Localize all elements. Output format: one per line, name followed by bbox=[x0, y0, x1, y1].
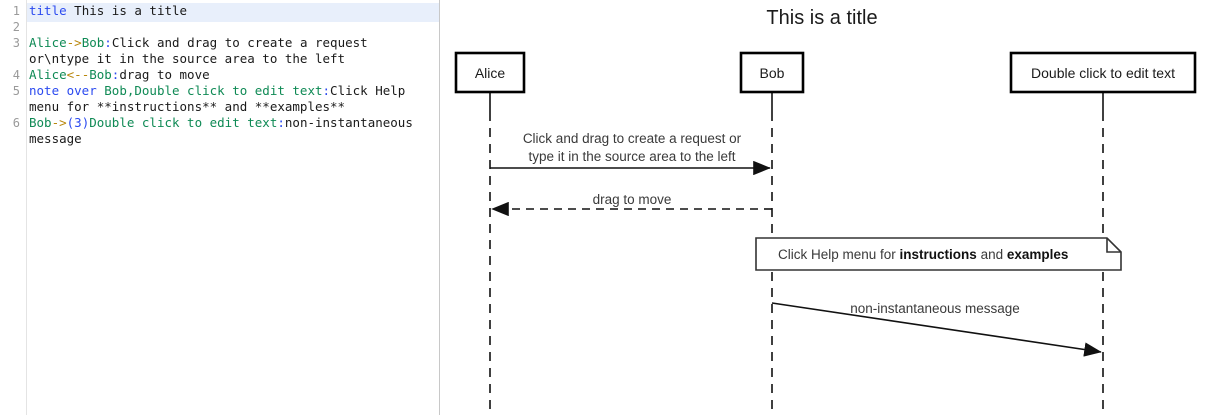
code-token-colon: : bbox=[104, 35, 112, 50]
message-2[interactable]: drag to move bbox=[491, 192, 772, 217]
actor-label-bob: Bob bbox=[760, 65, 785, 81]
note-1-text: Click Help menu for instructions and exa… bbox=[778, 247, 1068, 262]
note-1-text-plain-1: Click Help menu for bbox=[778, 247, 900, 262]
note-1-text-plain-2: and bbox=[977, 247, 1007, 262]
code-token-arrow: -> bbox=[66, 35, 82, 50]
code-line-text[interactable]: Alice->Bob:Click and drag to create a re… bbox=[29, 35, 439, 67]
line-number: 2 bbox=[12, 20, 20, 34]
code-token-actor: Bob,Double click to edit text bbox=[104, 83, 323, 98]
code-token-plain: non-instantaneous message bbox=[29, 115, 421, 146]
actor-box-alice[interactable] bbox=[454, 51, 526, 94]
actor-box-bob[interactable] bbox=[739, 51, 805, 94]
code-token-plain: drag to move bbox=[119, 67, 210, 82]
code-token-plain: Click Help menu for **instructions** and… bbox=[29, 83, 413, 114]
code-token-kw: note over bbox=[29, 83, 97, 98]
code-token-kw: title bbox=[29, 3, 67, 18]
code-token-arrow: -> bbox=[51, 115, 67, 130]
code-token-actor: Alice bbox=[29, 35, 67, 50]
note-1-box[interactable] bbox=[755, 237, 1122, 271]
diagram-title: This is a title bbox=[766, 7, 877, 29]
code-line[interactable]: 1 title This is a title bbox=[0, 3, 439, 19]
code-line[interactable]: 4 Alice<--Bob:drag to move bbox=[0, 67, 439, 83]
code-line-text[interactable]: note over Bob,Double click to edit text:… bbox=[29, 83, 439, 115]
actor-third[interactable]: Double click to edit text bbox=[1009, 51, 1197, 94]
code-token-colon: : bbox=[277, 115, 285, 130]
code-line[interactable]: 2 bbox=[0, 19, 439, 35]
note-fold-icon bbox=[1106, 238, 1121, 253]
code-line[interactable]: 5 note over Bob,Double click to edit text… bbox=[0, 83, 439, 115]
message-3-arrow[interactable] bbox=[771, 302, 1102, 357]
note-1-text-bold-1: instructions bbox=[900, 247, 977, 262]
code-line[interactable]: 6 Bob->(3)Double click to edit text:non-i… bbox=[0, 115, 439, 147]
code-token-colon: : bbox=[322, 83, 331, 98]
gutter-divider bbox=[26, 0, 27, 415]
code-token-plain: This is a title bbox=[66, 3, 188, 18]
message-2-label-line-1: drag to move bbox=[593, 192, 672, 207]
actor-box-third[interactable] bbox=[1009, 51, 1197, 94]
message-3[interactable]: non-instantaneous message bbox=[771, 301, 1102, 357]
actor-label-third: Double click to edit text bbox=[1031, 65, 1175, 81]
note-1[interactable]: Click Help menu for instructions and exa… bbox=[755, 237, 1122, 271]
code-token-num: (3) bbox=[66, 115, 90, 130]
code-line-text[interactable]: Bob->(3)Double click to edit text:non-in… bbox=[29, 115, 439, 147]
message-1-label-line-2: type it in the source area to the left bbox=[528, 149, 735, 164]
message-1-label-line-1: Click and drag to create a request or bbox=[523, 131, 742, 146]
code-token-plain: Click and drag to create a request or\nt… bbox=[29, 35, 376, 66]
actor-bob[interactable]: Bob bbox=[739, 51, 805, 94]
line-number: 1 bbox=[12, 4, 20, 18]
code-line-text[interactable]: title This is a title bbox=[29, 3, 439, 19]
actor-alice[interactable]: Alice bbox=[454, 51, 526, 94]
message-3-label-line-1: non-instantaneous message bbox=[850, 301, 1020, 316]
code-token-actor: Bob bbox=[29, 115, 52, 130]
code-line[interactable]: 3 Alice->Bob:Click and drag to create a r… bbox=[0, 35, 439, 67]
line-number: 6 bbox=[12, 116, 20, 130]
active-line-highlight bbox=[27, 3, 439, 22]
code-line-text[interactable] bbox=[29, 19, 439, 35]
line-number: 4 bbox=[12, 68, 20, 82]
code-line-text[interactable]: Alice<--Bob:drag to move bbox=[29, 67, 439, 83]
message-1[interactable]: Click and drag to create a request or ty… bbox=[490, 131, 771, 176]
note-1-text-bold-2: examples bbox=[1007, 247, 1069, 262]
code-token-actor: Bob bbox=[81, 35, 105, 50]
code-token-actor: Bob bbox=[89, 67, 112, 82]
line-number: 5 bbox=[12, 84, 20, 98]
actor-label-alice: Alice bbox=[475, 65, 506, 81]
code-token-actor: Alice bbox=[29, 67, 67, 82]
code-token-arrow: <-- bbox=[66, 67, 90, 82]
line-number: 3 bbox=[12, 36, 20, 50]
diagram-preview-pane[interactable]: This is a title Alice Bob Double click t… bbox=[440, 0, 1205, 415]
code-token-colon: : bbox=[111, 67, 120, 82]
code-token-actor: Double click to edit text bbox=[89, 115, 278, 130]
